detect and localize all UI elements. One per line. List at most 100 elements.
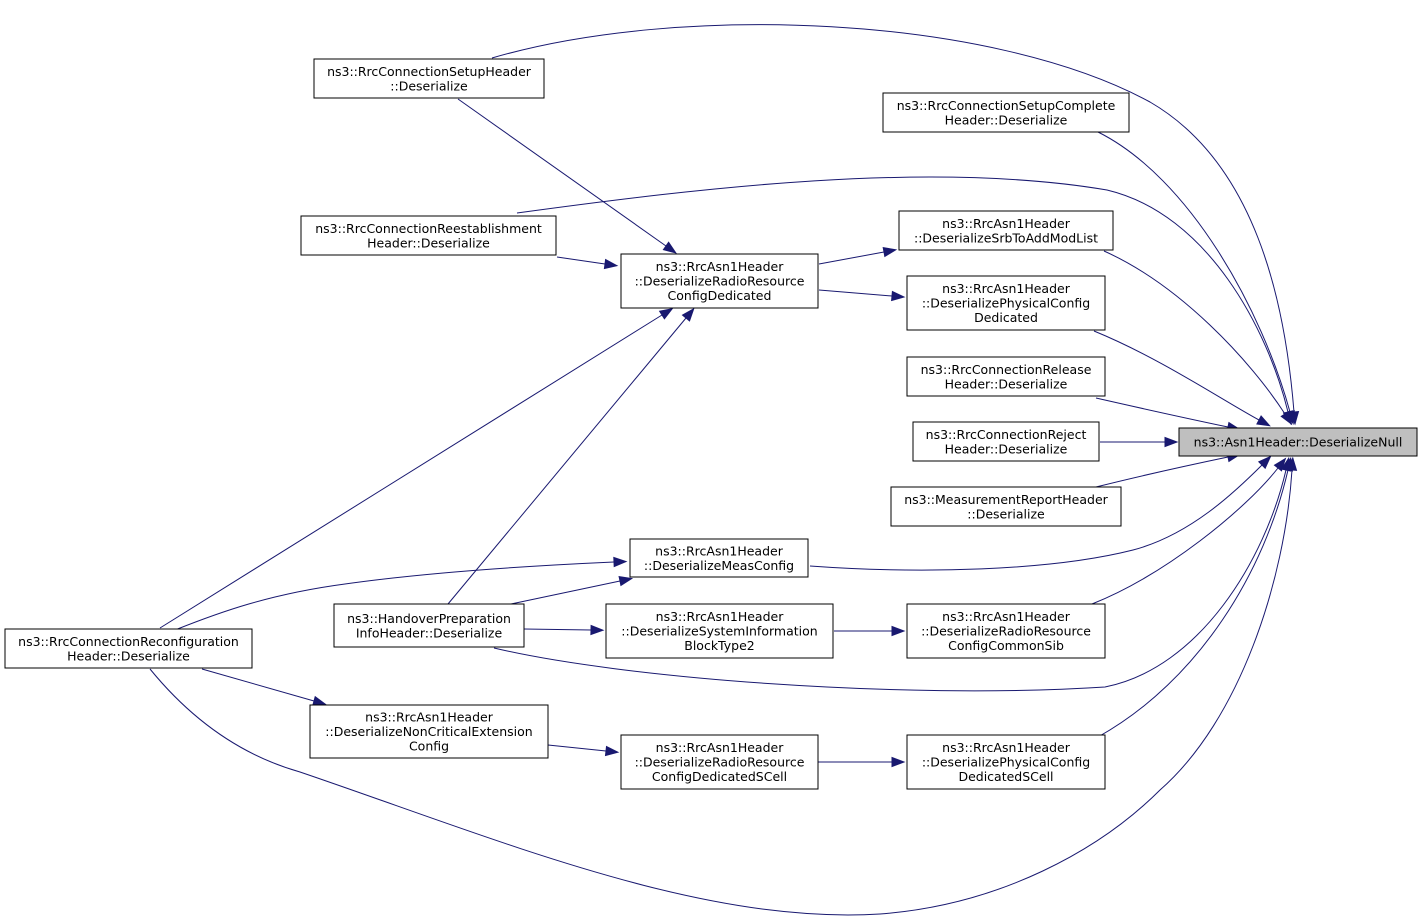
- node-radio-resource-config-dedicated[interactable]: ns3::RrcAsn1Header::DeserializeRadioReso…: [620, 253, 819, 309]
- node-srb-to-add-mod-list[interactable]: ns3::RrcAsn1Header::DeserializeSrbToAddM…: [898, 210, 1114, 251]
- node-label-line: ns3::RrcAsn1Header: [942, 740, 1071, 755]
- arrowhead-icon: [1164, 436, 1179, 448]
- edge-line: [516, 176, 1289, 413]
- node-label-line: ConfigDedicated: [668, 288, 772, 303]
- node-handover-preparation[interactable]: ns3::HandoverPreparationInfoHeader::Dese…: [333, 603, 525, 648]
- node-label-line: ConfigDedicatedSCell: [652, 769, 787, 784]
- edge-rrc-reject-to-deserialize-null: [1100, 436, 1179, 448]
- arrowhead-icon: [312, 695, 327, 706]
- node-sib-type2[interactable]: ns3::RrcAsn1Header::DeserializeSystemInf…: [605, 603, 834, 659]
- node-label-line: ::Deserialize: [967, 506, 1045, 521]
- node-box: [906, 356, 1106, 397]
- node-radio-resource-config-common-sib[interactable]: ns3::RrcAsn1Header::DeserializeRadioReso…: [906, 603, 1106, 659]
- node-label-line: ::DeserializePhysicalConfig: [922, 755, 1090, 770]
- node-label-line: Header::Deserialize: [945, 441, 1068, 456]
- edge-line: [457, 98, 667, 247]
- edges-layer: [149, 24, 1300, 916]
- arrowhead-icon: [618, 575, 634, 587]
- node-box: [629, 538, 809, 578]
- edge-line: [149, 469, 1293, 916]
- node-rrc-setup-complete[interactable]: ns3::RrcConnectionSetupCompleteHeader::D…: [882, 92, 1130, 133]
- node-rrc-setup[interactable]: ns3::RrcConnectionSetupHeader::Deseriali…: [313, 58, 545, 99]
- node-label-line: ::DeserializeRadioResource: [635, 755, 805, 770]
- edge-line: [201, 668, 315, 702]
- edge-handover-preparation-to-meas-config: [510, 575, 634, 605]
- arrowhead-icon: [603, 258, 619, 270]
- edge-srb-to-add-mod-list-to-deserialize-null: [1103, 250, 1293, 426]
- edge-rrc-setup-to-deserialize-null: [491, 24, 1300, 426]
- node-label-line: ::DeserializeNonCriticalExtension: [325, 724, 532, 739]
- edge-line: [1103, 250, 1286, 415]
- arrowhead-icon: [1273, 457, 1287, 472]
- node-label-line: ns3::RrcConnectionSetupComplete: [897, 98, 1116, 113]
- node-box: [912, 421, 1100, 462]
- edge-non-critical-extension-to-radio-resource-config-dedicated-scell: [547, 744, 620, 757]
- node-rrc-reject[interactable]: ns3::RrcConnectionRejectHeader::Deserial…: [912, 421, 1100, 462]
- node-label-line: ::DeserializeSrbToAddModList: [914, 230, 1098, 245]
- node-label-line: ::DeserializePhysicalConfig: [922, 296, 1090, 311]
- node-label-line: Dedicated: [974, 310, 1038, 325]
- edge-handover-preparation-to-sib-type2: [523, 624, 605, 636]
- arrowhead-icon: [590, 624, 605, 636]
- node-label-line: BlockType2: [684, 638, 754, 653]
- node-label-line: ::DeserializeSystemInformation: [621, 624, 817, 639]
- node-box: [1178, 427, 1418, 457]
- arrowhead-icon: [662, 241, 677, 254]
- node-box: [4, 628, 253, 669]
- node-label-line: Header::Deserialize: [67, 648, 190, 663]
- edge-rrc-reconfiguration-to-radio-resource-config-dedicated: [159, 307, 674, 629]
- edge-line: [447, 317, 687, 605]
- node-physical-config-dedicated-scell[interactable]: ns3::RrcAsn1Header::DeserializePhysicalC…: [906, 734, 1106, 790]
- arrowhead-icon: [658, 307, 674, 320]
- edge-line: [174, 561, 615, 631]
- node-label-line: ns3::RrcAsn1Header: [655, 543, 784, 558]
- node-box: [906, 603, 1106, 659]
- node-box: [605, 603, 834, 659]
- edge-rrc-release-to-deserialize-null: [1095, 397, 1242, 433]
- node-label-line: ::DeserializeRadioResource: [921, 624, 1091, 639]
- arrowhead-icon: [1256, 415, 1271, 427]
- edge-measurement-report-to-deserialize-null: [1095, 451, 1242, 488]
- node-label-line: ns3::RrcAsn1Header: [656, 740, 785, 755]
- node-rrc-release[interactable]: ns3::RrcConnectionReleaseHeader::Deseria…: [906, 356, 1106, 397]
- node-rrc-reestablishment[interactable]: ns3::RrcConnectionReestablishmentHeader:…: [300, 215, 557, 256]
- node-label-line: ns3::RrcConnectionRelease: [921, 362, 1092, 377]
- arrowhead-icon: [613, 556, 628, 568]
- node-meas-config[interactable]: ns3::RrcAsn1Header::DeserializeMeasConfi…: [629, 538, 809, 578]
- edge-rrc-reconfiguration-to-deserialize-null: [149, 456, 1298, 916]
- arrowhead-icon: [891, 625, 906, 637]
- node-label-line: Config: [409, 739, 449, 754]
- nodes-layer: ns3::Asn1Header::DeserializeNullns3::Rrc…: [4, 58, 1418, 790]
- edge-line: [818, 289, 893, 297]
- node-physical-config-dedicated[interactable]: ns3::RrcAsn1Header::DeserializePhysicalC…: [906, 275, 1106, 331]
- edge-line: [510, 580, 621, 605]
- arrowhead-icon: [681, 307, 695, 322]
- edge-line: [1093, 330, 1260, 421]
- edge-radio-resource-config-common-sib-to-deserialize-null: [1091, 457, 1287, 605]
- node-rrc-reconfiguration[interactable]: ns3::RrcConnectionReconfigurationHeader:…: [4, 628, 253, 669]
- node-label-line: ns3::Asn1Header::DeserializeNull: [1194, 435, 1403, 450]
- node-box: [882, 92, 1130, 133]
- edge-line: [1097, 469, 1289, 738]
- edge-meas-config-to-deserialize-null: [809, 455, 1272, 571]
- node-label-line: ns3::RrcConnectionSetupHeader: [327, 64, 532, 79]
- edge-line: [1095, 456, 1229, 488]
- node-label-line: ns3::RrcAsn1Header: [656, 259, 785, 274]
- edge-rrc-setup-to-radio-resource-config-dedicated: [457, 98, 677, 254]
- edge-physical-config-dedicated-scell-to-deserialize-null: [1097, 456, 1293, 738]
- node-non-critical-extension[interactable]: ns3::RrcAsn1Header::DeserializeNonCritic…: [309, 704, 549, 759]
- node-label-line: Header::Deserialize: [945, 376, 1068, 391]
- edge-rrc-reconfiguration-to-non-critical-extension: [201, 668, 327, 706]
- node-label-line: ::DeserializeMeasConfig: [644, 558, 794, 573]
- edge-physical-config-dedicated-to-deserialize-null: [1093, 330, 1271, 427]
- node-radio-resource-config-dedicated-scell[interactable]: ns3::RrcAsn1Header::DeserializeRadioReso…: [620, 734, 819, 790]
- edge-rrc-reconfiguration-to-meas-config: [174, 556, 628, 631]
- arrowhead-icon: [1257, 455, 1272, 470]
- node-label-line: ns3::RrcConnectionReconfiguration: [18, 634, 239, 649]
- edge-line: [547, 744, 607, 752]
- node-measurement-report[interactable]: ns3::MeasurementReportHeader::Deserializ…: [890, 486, 1122, 527]
- edge-rrc-setup-complete-to-deserialize-null: [1097, 131, 1295, 425]
- node-label-line: InfoHeader::Deserialize: [356, 625, 503, 640]
- node-box: [890, 486, 1122, 527]
